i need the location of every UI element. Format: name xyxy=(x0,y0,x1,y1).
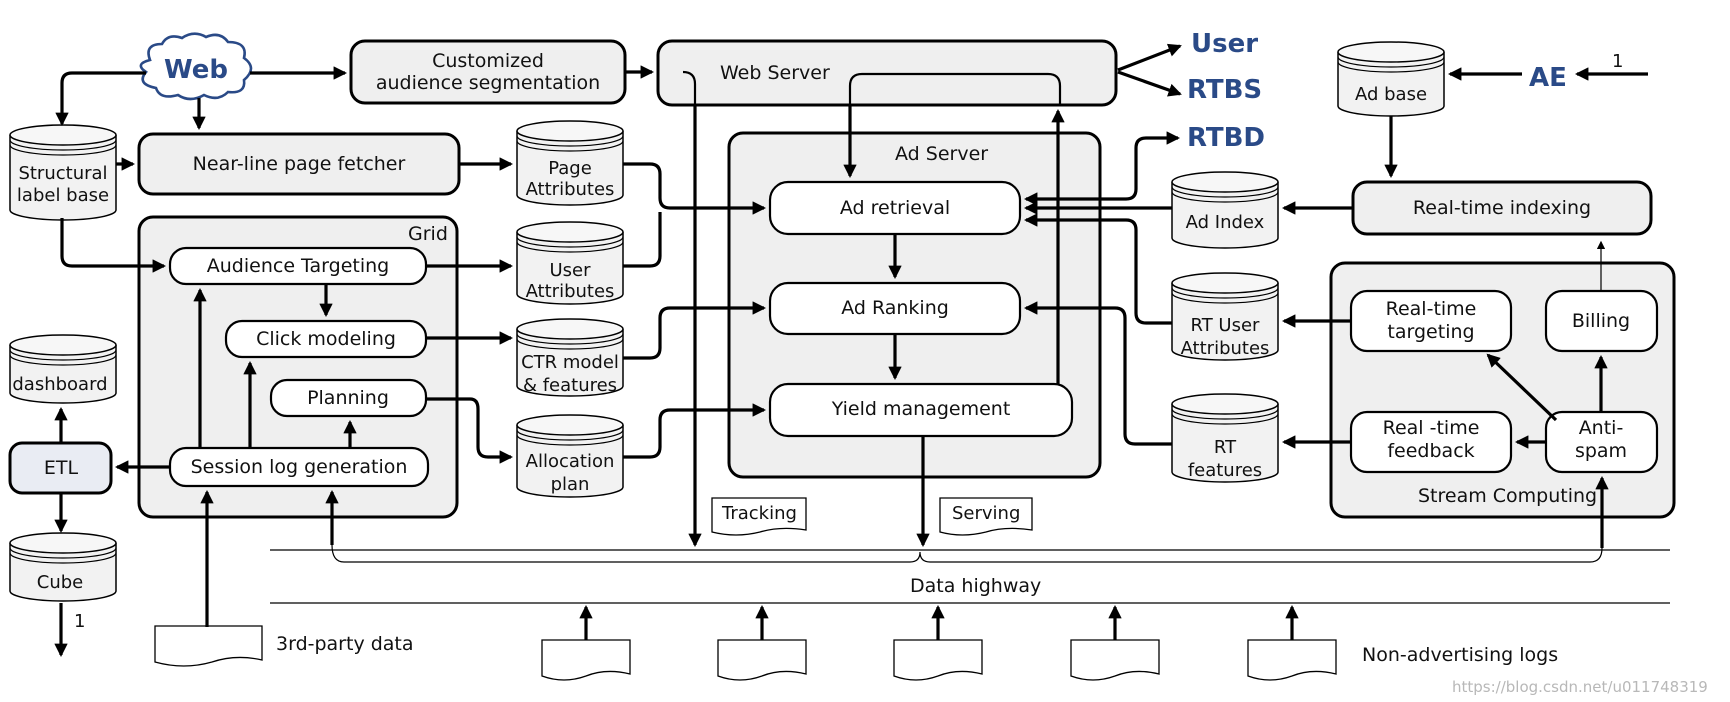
web-cloud: Web xyxy=(139,32,253,101)
allocation-plan-db: Allocation plan xyxy=(516,414,624,498)
non-ad-log-doc-1 xyxy=(541,639,631,681)
svg-text:Web Server: Web Server xyxy=(720,62,830,84)
serving-doc: Serving xyxy=(939,497,1033,536)
svg-text:Ad retrieval: Ad retrieval xyxy=(840,197,950,219)
planning-box: Planning xyxy=(269,378,428,418)
user-attributes-db: User Attributes xyxy=(516,221,624,305)
rt-features-db: RT features xyxy=(1171,393,1279,483)
billing-box: Billing xyxy=(1544,289,1659,353)
rt-targeting-box: Real-time targeting xyxy=(1349,289,1513,353)
svg-text:Session log generation: Session log generation xyxy=(191,456,408,478)
etl-box: ETL xyxy=(8,441,113,495)
svg-text:Anti-: Anti- xyxy=(1579,417,1624,439)
svg-text:User: User xyxy=(549,260,591,281)
non-ad-log-doc-5 xyxy=(1247,639,1337,681)
stream-computing-label: Stream Computing xyxy=(1418,485,1597,507)
data-highway-label: Data highway xyxy=(910,575,1041,597)
svg-text:feedback: feedback xyxy=(1387,440,1474,462)
connectors xyxy=(54,43,1648,658)
ae-count: 1 xyxy=(1612,51,1623,72)
svg-text:plan: plan xyxy=(551,474,590,495)
non-ad-log-doc-2 xyxy=(717,639,807,681)
audience-targeting-box: Audience Targeting xyxy=(168,246,428,286)
svg-text:dashboard: dashboard xyxy=(12,374,107,395)
antispam-box: Anti- spam xyxy=(1544,410,1659,474)
ctr-model-db: CTR model & features xyxy=(516,318,624,397)
third-party-doc xyxy=(154,625,263,667)
page-attributes-db: Page Attributes xyxy=(516,120,624,206)
svg-text:RT User: RT User xyxy=(1191,315,1261,336)
svg-text:Billing: Billing xyxy=(1572,310,1630,332)
svg-text:Real-time: Real-time xyxy=(1386,298,1477,320)
third-party-label: 3rd-party data xyxy=(276,633,414,655)
svg-text:Structural: Structural xyxy=(18,163,107,184)
svg-text:& features: & features xyxy=(523,375,617,396)
svg-text:Attributes: Attributes xyxy=(1181,338,1270,359)
ae-label: AE xyxy=(1529,63,1567,93)
web-label: Web xyxy=(164,55,228,85)
svg-text:targeting: targeting xyxy=(1387,321,1474,343)
ad-server-label: Ad Server xyxy=(895,143,988,165)
svg-text:features: features xyxy=(1188,460,1262,481)
ad-ranking-box: Ad Ranking xyxy=(768,281,1022,336)
non-ad-log-doc-4 xyxy=(1070,639,1160,681)
dashboard-db: dashboard xyxy=(9,334,117,404)
grid-label: Grid xyxy=(408,223,448,245)
svg-text:spam: spam xyxy=(1575,440,1627,462)
ad-retrieval-box: Ad retrieval xyxy=(768,180,1022,236)
rtbd-label: RTBD xyxy=(1187,123,1265,153)
non-ad-log-doc-3 xyxy=(893,639,983,681)
svg-text:CTR model: CTR model xyxy=(521,352,619,373)
customized-segmentation-box: Customized audience segmentation xyxy=(349,39,627,105)
svg-text:audience segmentation: audience segmentation xyxy=(376,72,600,94)
rt-feedback-box: Real -time feedback xyxy=(1349,410,1513,474)
svg-text:Real-time indexing: Real-time indexing xyxy=(1413,197,1591,219)
ad-base-db: Ad base xyxy=(1337,41,1445,117)
rt-user-attributes-db: RT User Attributes xyxy=(1171,272,1279,361)
svg-text:Attributes: Attributes xyxy=(526,281,615,302)
svg-text:Yield management: Yield management xyxy=(831,398,1011,420)
svg-text:Planning: Planning xyxy=(307,387,389,409)
cube-db: Cube xyxy=(9,532,117,602)
svg-text:Attributes: Attributes xyxy=(526,179,615,200)
svg-text:label base: label base xyxy=(17,185,109,206)
svg-text:Audience Targeting: Audience Targeting xyxy=(207,255,389,277)
user-label: User xyxy=(1191,29,1258,59)
highway-bracket xyxy=(331,544,1603,563)
structural-label-db: Structural label base xyxy=(9,124,117,221)
click-modeling-box: Click modeling xyxy=(224,319,428,359)
svg-text:Real -time: Real -time xyxy=(1383,417,1480,439)
svg-text:Serving: Serving xyxy=(952,503,1020,524)
near-line-fetcher-box: Near-line page fetcher xyxy=(137,132,461,196)
svg-text:ETL: ETL xyxy=(44,457,79,479)
rtbs-label: RTBS xyxy=(1187,75,1262,105)
svg-text:Allocation: Allocation xyxy=(526,451,615,472)
grid-container: Grid xyxy=(137,215,459,519)
svg-text:Customized: Customized xyxy=(432,50,544,72)
svg-text:Ad base: Ad base xyxy=(1355,84,1427,105)
yield-management-box: Yield management xyxy=(768,382,1074,438)
session-log-box: Session log generation xyxy=(168,446,430,488)
realtime-indexing-box: Real-time indexing xyxy=(1351,180,1653,236)
cube-count: 1 xyxy=(74,611,85,632)
watermark: https://blog.csdn.net/u011748319 xyxy=(1452,678,1708,696)
svg-text:Ad Ranking: Ad Ranking xyxy=(841,297,949,319)
data-highway: Data highway xyxy=(270,549,1670,604)
non-ad-logs-label: Non-advertising logs xyxy=(1362,644,1558,666)
svg-text:Ad Index: Ad Index xyxy=(1186,212,1265,233)
svg-text:Tracking: Tracking xyxy=(721,503,797,524)
svg-text:Click modeling: Click modeling xyxy=(256,328,396,350)
svg-text:Cube: Cube xyxy=(37,572,83,593)
ad-index-db: Ad Index xyxy=(1171,171,1279,249)
svg-text:Page: Page xyxy=(548,158,592,179)
svg-text:RT: RT xyxy=(1214,437,1237,458)
tracking-doc: Tracking xyxy=(711,497,807,536)
svg-text:Near-line page fetcher: Near-line page fetcher xyxy=(193,153,406,175)
